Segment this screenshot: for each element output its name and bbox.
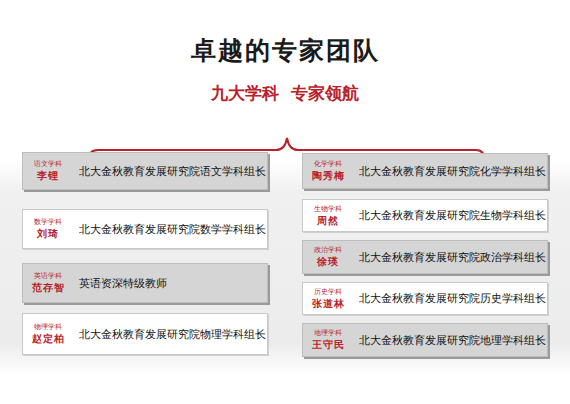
expert-name: 刘琦	[37, 227, 59, 240]
subtitle-label: 九大学科 专家领航	[0, 82, 570, 105]
expert-title: 北大金秋教育发展研究院历史学科组长	[353, 291, 546, 306]
expert-name: 赵定柏	[32, 332, 65, 345]
expert-title: 北大金秋教育发展研究院物理学科组长	[73, 327, 266, 342]
expert-box: 历史学科张道林北大金秋教育发展研究院历史学科组长	[302, 282, 548, 315]
expert-name: 周然	[317, 214, 339, 227]
expert-tag: 数学学科刘琦	[23, 218, 73, 240]
expert-box: 化学学科陶秀梅北大金秋教育发展研究院化学学科组长	[302, 153, 548, 189]
expert-name: 陶秀梅	[312, 169, 345, 182]
expert-tag: 物理学科赵定柏	[23, 323, 73, 345]
expert-name: 王守民	[312, 338, 345, 351]
expert-box: 数学学科刘琦北大金秋教育发展研究院数学学科组长	[22, 209, 268, 249]
expert-tag: 政治学科徐瑛	[303, 246, 353, 268]
expert-box: 政治学科徐瑛北大金秋教育发展研究院政治学科组长	[302, 240, 548, 274]
expert-tag: 语文学科李锂	[23, 160, 73, 182]
subject-label: 化学学科	[314, 160, 342, 169]
expert-title: 英语资深特级教师	[73, 276, 167, 291]
subject-label: 政治学科	[314, 246, 342, 255]
subject-label: 历史学科	[314, 288, 342, 297]
expert-box: 物理学科赵定柏北大金秋教育发展研究院物理学科组长	[22, 313, 268, 355]
subject-label: 地理学科	[314, 329, 342, 338]
diagram-title: 卓越的专家团队	[0, 34, 570, 67]
expert-name: 李锂	[37, 169, 59, 182]
expert-name: 徐瑛	[317, 255, 339, 268]
background-band	[0, 160, 570, 375]
expert-title: 北大金秋教育发展研究院生物学科组长	[353, 208, 546, 223]
expert-title: 北大金秋教育发展研究院数学学科组长	[73, 222, 266, 237]
subject-label: 物理学科	[34, 323, 62, 332]
expert-tag: 地理学科王守民	[303, 329, 353, 351]
expert-box: 语文学科李锂北大金秋教育发展研究院语文学科组长	[22, 152, 268, 190]
expert-title: 北大金秋教育发展研究院语文学科组长	[73, 164, 266, 179]
expert-tag: 历史学科张道林	[303, 288, 353, 310]
expert-box: 地理学科王守民北大金秋教育发展研究院地理学科组长	[302, 323, 548, 357]
subject-label: 语文学科	[34, 160, 62, 169]
expert-box: 生物学科周然北大金秋教育发展研究院生物学科组长	[302, 199, 548, 232]
subject-label: 数学学科	[34, 218, 62, 227]
expert-tag: 英语学科范存智	[23, 272, 73, 294]
expert-tag: 化学学科陶秀梅	[303, 160, 353, 182]
expert-title: 北大金秋教育发展研究院化学学科组长	[353, 164, 546, 179]
expert-name: 张道林	[312, 297, 345, 310]
subject-label: 英语学科	[34, 272, 62, 281]
expert-tag: 生物学科周然	[303, 205, 353, 227]
expert-name: 范存智	[32, 281, 65, 294]
subject-label: 生物学科	[314, 205, 342, 214]
expert-title: 北大金秋教育发展研究院政治学科组长	[353, 250, 546, 265]
expert-title: 北大金秋教育发展研究院地理学科组长	[353, 333, 546, 348]
expert-box: 英语学科范存智英语资深特级教师	[22, 263, 268, 303]
